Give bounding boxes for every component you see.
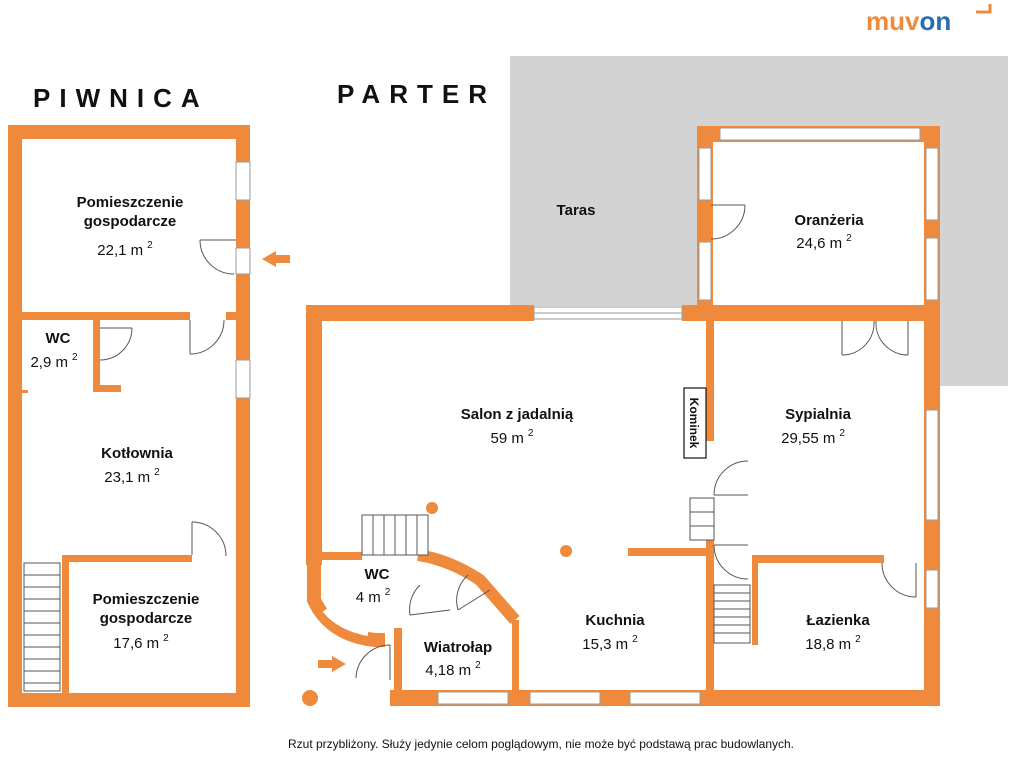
svg-text:23,1 m2: 23,1 m2: [104, 467, 160, 486]
svg-text:Kuchnia: Kuchnia: [585, 612, 645, 629]
disclaimer-note: Rzut przybliżony. Służy jedynie celom po…: [288, 737, 794, 751]
svg-text:muvon: muvon: [866, 6, 951, 36]
hall-stairs: [713, 584, 751, 644]
svg-text:Łazienka: Łazienka: [806, 612, 870, 629]
svg-text:2,9 m2: 2,9 m2: [30, 352, 78, 371]
svg-text:24,6 m2: 24,6 m2: [796, 233, 852, 252]
fireplace-step: [689, 497, 715, 541]
basement-stairs: [23, 562, 61, 692]
basement-entrance-arrow-icon: [262, 251, 290, 267]
brand-logo: muvon: [866, 4, 992, 36]
ground-floor-heading: PARTER: [337, 79, 496, 109]
svg-text:WC: WC: [46, 330, 71, 347]
svg-text:4 m2: 4 m2: [356, 587, 391, 606]
brand-accent: on: [919, 6, 951, 36]
brand-mark-icon: [976, 4, 992, 14]
svg-text:22,1 m2: 22,1 m2: [97, 240, 153, 259]
fireplace-label: Kominek: [687, 398, 701, 449]
svg-text:15,3 m2: 15,3 m2: [582, 634, 638, 653]
svg-text:WC: WC: [365, 566, 390, 583]
basement-windows: [235, 161, 251, 399]
ground-entrance-arrow-icon: [318, 656, 346, 672]
svg-text:29,55 m2: 29,55 m2: [781, 428, 845, 447]
svg-text:Salon z jadalnią: Salon z jadalnią: [461, 406, 574, 423]
basement-doors: [99, 239, 236, 557]
basement-heading: PIWNICA: [33, 83, 209, 113]
salon-stairs: [361, 514, 429, 556]
svg-text:4,18 m2: 4,18 m2: [425, 660, 481, 679]
svg-text:Taras: Taras: [557, 202, 596, 219]
ground-floor-doors: [355, 204, 917, 680]
terrace-area: [510, 56, 1008, 386]
wc-window-curve: [322, 608, 369, 636]
svg-text:18,8 m2: 18,8 m2: [805, 634, 861, 653]
svg-text:17,6 m2: 17,6 m2: [113, 633, 169, 652]
svg-text:Oranżeria: Oranżeria: [794, 212, 864, 229]
ground-floor-windows: [437, 127, 939, 705]
marker-dots: [302, 502, 572, 706]
wc-inner-wall: [416, 549, 520, 624]
svg-text:Wiatrołap: Wiatrołap: [424, 639, 492, 656]
fireplace-label-box: Kominek: [683, 387, 707, 459]
svg-text:Sypialnia: Sypialnia: [785, 406, 852, 423]
room-terrace: Taras: [557, 202, 596, 219]
svg-text:Kotłownia: Kotłownia: [101, 445, 173, 462]
wc-curved-wall: [307, 560, 385, 647]
svg-text:59 m2: 59 m2: [491, 428, 534, 447]
brand-prefix: muv: [866, 6, 920, 36]
